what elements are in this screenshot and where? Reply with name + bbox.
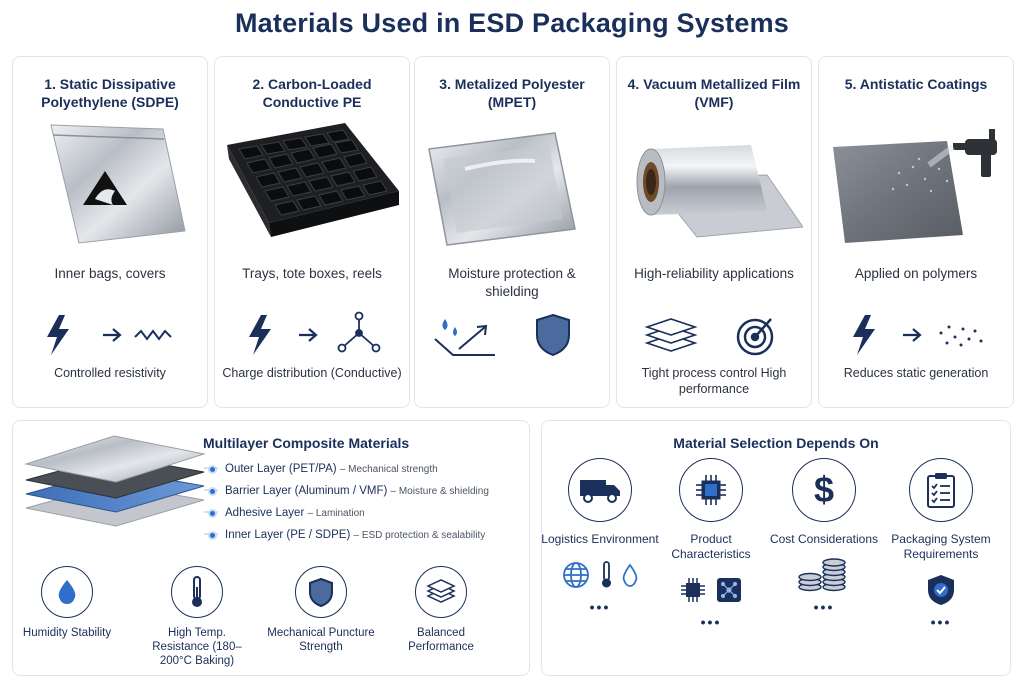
shield-check-icon (928, 575, 954, 605)
layer-desc: – Lamination (307, 508, 365, 519)
material-card-vmf: 4. Vacuum Metallized Film (VMF) High-rel… (616, 56, 812, 408)
card-property: Charge distribution (Conductive) (222, 366, 402, 380)
shield-icon (295, 566, 347, 618)
more-dots: ••• (813, 599, 835, 615)
layer-desc: – Moisture & shielding (390, 486, 489, 497)
card-use: High-reliability applications (634, 266, 794, 281)
chip-icon (679, 458, 743, 522)
card-property: Controlled resistivity (54, 366, 166, 380)
feature-label: Mechanical Puncture Strength (267, 627, 375, 653)
card-title: 1. Static Dissipative Polyethylene (SDPE… (41, 76, 179, 110)
zigzag-icon (134, 329, 172, 341)
card-title: 5. Antistatic Coatings (844, 76, 988, 92)
factor-product: Product Characteristics ••• (651, 458, 771, 630)
factor-logistics: Logistics Environment ••• (540, 458, 660, 615)
circuit-icon (717, 578, 741, 602)
thermometer-icon (602, 561, 611, 588)
card-property: Reduces static generation (843, 366, 989, 380)
layer-desc: – ESD protection & sealability (353, 530, 486, 541)
card-title: 4. Vacuum Metallized Film (VMF) (627, 76, 801, 110)
layer-stack-image (24, 435, 218, 535)
spray-gun (953, 129, 997, 177)
arrow-right-icon (299, 328, 318, 342)
card-use: Moisture protection & shielding (448, 266, 576, 299)
layer-desc: – Mechanical strength (339, 464, 438, 475)
checklist-icon (909, 458, 973, 522)
card-icons (853, 315, 983, 355)
card-icons (434, 313, 570, 357)
material-card-carbon-pe: 2. Carbon-Loaded Conductive PE Trays, to… (214, 56, 410, 408)
panel-title: Material Selection Depends On (673, 435, 879, 451)
page-title: Materials Used in ESD Packaging Systems (234, 8, 790, 38)
truck-icon (568, 458, 632, 522)
lightning-icon (853, 315, 875, 355)
feature-humidity: Humidity Stability (12, 566, 122, 640)
card-use: Trays, tote boxes, reels (242, 266, 382, 281)
feature-puncture: Mechanical Puncture Strength (266, 566, 376, 654)
feature-label: High Temp. Resistance (180–200°C Baking) (152, 627, 242, 667)
layers-icon (644, 318, 698, 352)
card-icons (249, 311, 381, 355)
factor-label: Cost Considerations (769, 532, 879, 546)
card-property: Tight process control High performance (641, 366, 787, 396)
arrow-right-icon (903, 328, 922, 342)
dots-icon (939, 325, 983, 347)
layer-bullet (208, 487, 217, 496)
factor-label: Packaging System Requirements (891, 532, 991, 561)
more-dots: ••• (589, 599, 611, 615)
feature-balanced: Balanced Performance (386, 566, 496, 654)
feature-label: Balanced Performance (408, 627, 474, 653)
more-dots: ••• (700, 614, 722, 630)
card-use: Applied on polymers (854, 266, 978, 281)
card-icons (47, 315, 172, 355)
globe-icon (563, 562, 589, 588)
material-card-mpet: 3. Metalized Polyester (MPET) Moisture p… (414, 56, 610, 408)
water-drops-deflect-icon (434, 319, 495, 356)
shield-icon (536, 313, 570, 357)
spray-coating-image (833, 129, 997, 243)
layers-icon (415, 566, 467, 618)
card-title: 2. Carbon-Loaded Conductive PE (252, 76, 372, 110)
metalized-pouch-image (428, 132, 576, 246)
chip-icon (681, 578, 705, 602)
layer-barrier: Barrier Layer (Aluminum / VMF) – Moistur… (225, 485, 489, 497)
lightning-icon (249, 315, 271, 355)
more-dots: ••• (930, 614, 952, 630)
layer-bullet (208, 509, 217, 518)
esd-bag-image (50, 124, 186, 244)
factor-packaging: Packaging System Requirements ••• (881, 458, 1001, 630)
coins-icon (798, 558, 846, 592)
material-card-coatings: 5. Antistatic Coatings Applied on polyme… (818, 56, 1014, 408)
dollar-icon: $ (792, 458, 856, 522)
layer-bullet (208, 465, 217, 474)
material-card-sdpe: 1. Static Dissipative Polyethylene (SDPE… (12, 56, 208, 408)
network-icon (337, 311, 381, 353)
panel-title: Multilayer Composite Materials (203, 435, 410, 451)
layer-name: Outer Layer (PET/PA) (225, 463, 337, 475)
arrow-right-icon (103, 328, 122, 342)
target-icon (736, 318, 774, 356)
feature-temperature: High Temp. Resistance (180–200°C Baking) (142, 566, 252, 668)
layer-name: Inner Layer (PE / SDPE) (225, 529, 351, 541)
water-drop-icon (622, 563, 638, 587)
card-icons (644, 318, 774, 356)
film-roll-image (636, 145, 803, 238)
conductive-tray-image (227, 123, 399, 237)
layer-adhesive: Adhesive Layer – Lamination (225, 507, 365, 519)
layer-bullet (208, 531, 217, 540)
card-title: 3. Metalized Polyester (MPET) (439, 76, 585, 110)
lightning-icon (47, 315, 69, 355)
layer-name: Adhesive Layer (225, 507, 305, 519)
card-use: Inner bags, covers (54, 266, 166, 281)
layer-name: Barrier Layer (Aluminum / VMF) (225, 485, 388, 497)
factor-label: Logistics Environment (541, 532, 659, 546)
factor-label: Product Characteristics (671, 532, 751, 561)
feature-label: Humidity Stability (22, 627, 112, 639)
layer-outer: Outer Layer (PET/PA) – Mechanical streng… (225, 463, 438, 475)
water-drop-icon (41, 566, 93, 618)
thermometer-icon (171, 566, 223, 618)
svg-text:$: $ (814, 470, 834, 510)
factor-cost: $ Cost Considerations ••• (764, 458, 884, 615)
layer-inner: Inner Layer (PE / SDPE) – ESD protection… (225, 529, 485, 541)
